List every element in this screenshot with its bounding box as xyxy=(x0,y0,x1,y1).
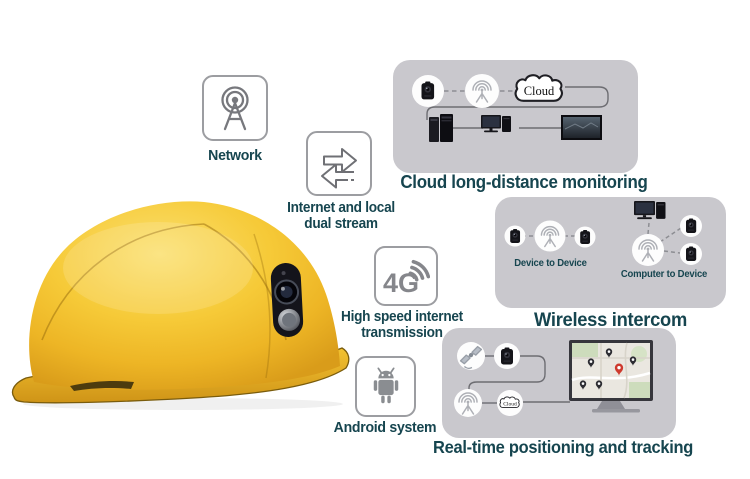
network-label: Network xyxy=(208,147,262,164)
body-camera-icon xyxy=(421,81,435,100)
computer-icon xyxy=(634,201,666,220)
body-camera-icon xyxy=(580,230,591,244)
server-icon xyxy=(429,114,453,142)
wireless-intercom-diagram xyxy=(504,201,702,266)
helmet-shell xyxy=(29,201,341,390)
antenna-tower-icon xyxy=(221,86,249,131)
mini-cloud-label: Cloud xyxy=(503,402,517,408)
body-camera-icon xyxy=(510,229,521,243)
smart-helmet-illustration xyxy=(11,201,350,410)
cloud-monitoring-diagram: Cloud xyxy=(412,74,609,142)
android-robot-icon xyxy=(373,366,398,403)
helmet-camera-pod xyxy=(270,263,304,337)
android-label: Android system xyxy=(333,419,437,436)
4g-signal-icon: 4G xyxy=(383,259,430,298)
positioning-caption: Real-time positioning and tracking xyxy=(433,437,694,457)
dual-stream-label: Internet and local dual stream xyxy=(287,200,395,233)
body-camera-icon xyxy=(686,218,697,233)
panel-positioning: Cloud xyxy=(442,328,676,438)
body-camera-icon xyxy=(686,246,697,261)
network-icon-box xyxy=(202,75,268,141)
map-monitor-icon xyxy=(569,340,653,401)
dual-arrows-icon xyxy=(321,147,357,188)
high-speed-label: High speed internet transmission xyxy=(341,309,463,342)
positioning-diagram: Cloud xyxy=(454,340,653,417)
4g-badge: 4G xyxy=(383,268,419,298)
cloud-monitoring-caption: Cloud long-distance monitoring xyxy=(400,172,648,192)
body-camera-icon xyxy=(501,347,513,365)
panel-cloud-monitoring: Cloud xyxy=(393,60,638,173)
device-to-device-label: Device to Device xyxy=(514,258,587,269)
panel-wireless-intercom: Device to Device Computer to Device xyxy=(495,197,726,308)
computer-to-device-label: Computer to Device xyxy=(620,269,708,280)
android-icon-box xyxy=(355,356,416,417)
dual-stream-icon-box xyxy=(306,131,372,196)
video-monitor-icon xyxy=(561,115,602,140)
computer-icon xyxy=(481,115,511,133)
wireless-intercom-caption: Wireless intercom xyxy=(534,309,687,331)
4g-icon-box: 4G xyxy=(374,246,438,306)
cloud-label: Cloud xyxy=(524,84,555,98)
